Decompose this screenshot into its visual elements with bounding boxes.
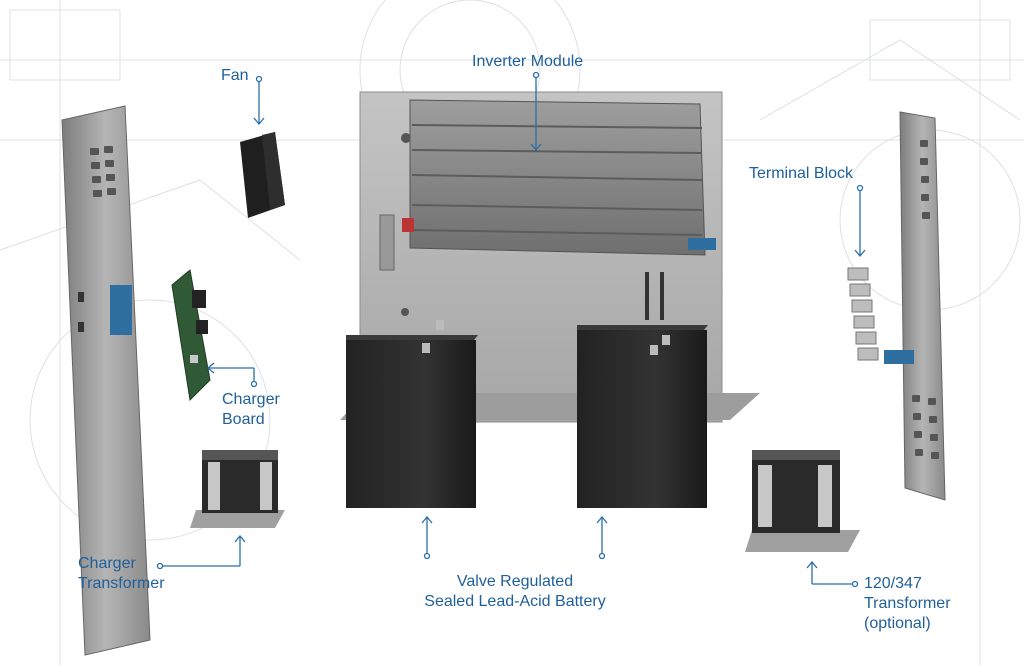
battery-right <box>577 272 708 508</box>
charger-board-label: Charger Board <box>222 390 280 430</box>
inverter-module <box>379 99 716 271</box>
transformer-120-347-label-line1: 120/347 <box>864 575 922 592</box>
right-side-panel <box>884 111 946 501</box>
charger-transformer-label-line2: Transformer <box>78 575 165 592</box>
battery-left <box>346 320 478 508</box>
inverter-module-label: Inverter Module <box>472 53 584 70</box>
switch-heatsink <box>110 285 132 335</box>
charger-board-label-line2: Board <box>222 411 265 428</box>
battery-label-line1: Valve Regulated <box>456 573 574 590</box>
battery-label: Valve Regulated Sealed Lead-Acid Battery <box>402 572 628 612</box>
fan-label: Fan <box>221 67 249 84</box>
transformer-120-347-label-line3: (optional) <box>864 615 931 632</box>
left-side-panel <box>61 105 151 656</box>
transformer-120-347-label: 120/347 Transformer (optional) <box>864 574 951 634</box>
terminal-block-label: Terminal Block <box>749 165 854 182</box>
transformer-120-347-label-line2: Transformer <box>864 595 951 612</box>
charger-transformer-label: Charger Transformer <box>78 554 165 594</box>
transformer-120-347 <box>745 450 860 552</box>
battery-label-line2: Sealed Lead-Acid Battery <box>424 593 606 610</box>
leader-lines <box>156 71 866 588</box>
vent-slots <box>90 146 116 197</box>
charger-transformer <box>190 450 285 528</box>
charger-board-label-line1: Charger <box>222 391 280 408</box>
fan <box>240 132 285 218</box>
charger-board <box>171 269 211 402</box>
terminal-block <box>847 267 879 361</box>
charger-transformer-label-line1: Charger <box>78 555 136 572</box>
